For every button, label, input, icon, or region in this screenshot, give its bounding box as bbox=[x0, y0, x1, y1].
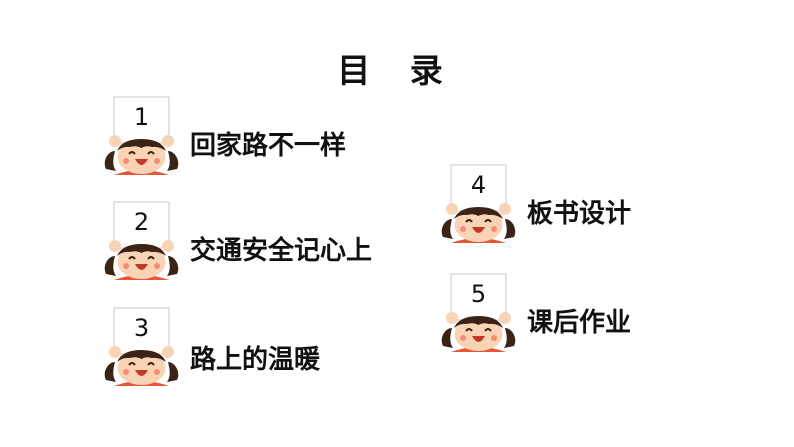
item-label: 板书设计 bbox=[527, 199, 632, 229]
item-number: 4 bbox=[470, 171, 487, 199]
page-title: 目 录 bbox=[337, 51, 457, 90]
item-number: 1 bbox=[133, 103, 150, 131]
item-label: 课后作业 bbox=[527, 308, 632, 338]
item-label: 路上的温暖 bbox=[190, 345, 321, 375]
item-number: 3 bbox=[133, 314, 150, 342]
item-label: 交通安全记心上 bbox=[190, 236, 373, 266]
item-number: 5 bbox=[470, 280, 487, 308]
item-label: 回家路不一样 bbox=[190, 131, 347, 161]
item-number: 2 bbox=[133, 208, 150, 236]
